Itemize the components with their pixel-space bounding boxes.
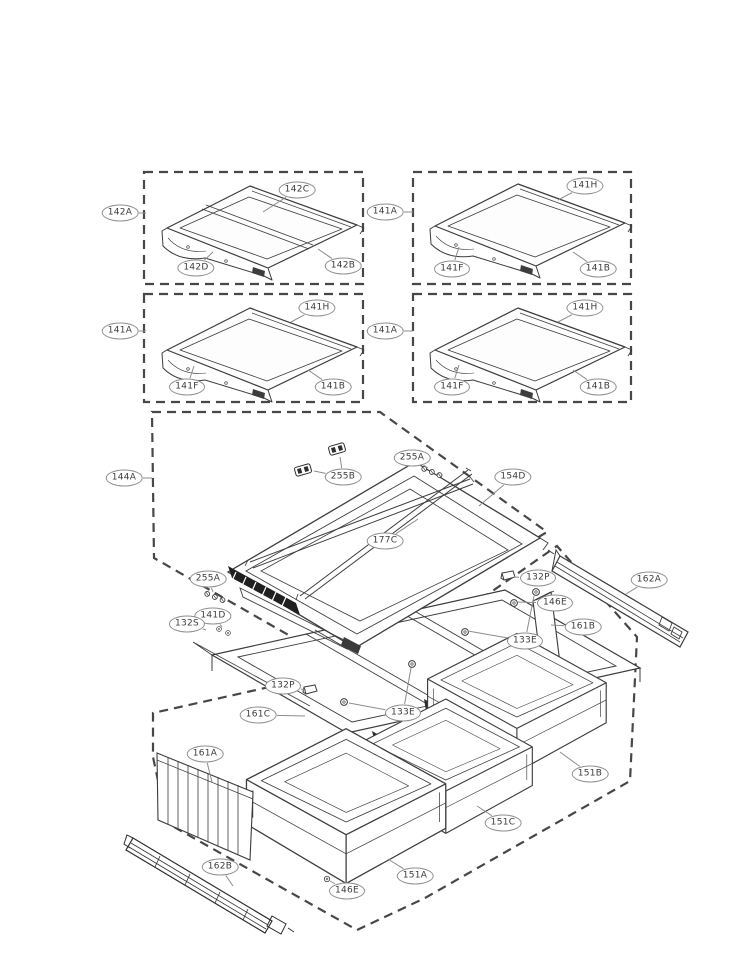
right-rail-162A [551,548,689,648]
leader-line-141H [557,192,573,201]
leader-line-146E [517,601,537,603]
shelf-141-mid-right [429,307,633,403]
leader-line-141F [454,246,460,261]
dashed-box-141A-3 [411,292,633,404]
leader-line-161B [550,624,565,627]
clip-255B-1 [327,441,347,457]
fence-161A [156,752,254,861]
leader-line-133E [348,702,386,711]
screw-132S [216,626,222,632]
leader-line-151A [387,858,404,870]
screw-141D [225,630,231,636]
bottom-rail-162B [123,834,295,935]
leader-line-162A [625,586,638,595]
leader-line-141F [189,365,195,379]
leader-line-141D [219,624,223,628]
leader-line-162B [225,875,234,887]
leader-line-132P [300,688,307,691]
leader-line-133E [467,630,508,639]
shelf-141-top-right [429,183,633,279]
leader-line-161A [206,762,213,783]
leader-line-133E [404,667,412,705]
dashed-box-141A-2 [142,292,365,404]
leader-line-141H [290,314,305,323]
clip-255B-2 [293,462,313,478]
shelf-142 [161,185,365,281]
leader-lines [139,192,638,887]
leader-line-141F [454,364,460,379]
screw-133E-d [340,698,348,706]
leader-line-141H [557,314,573,323]
screw-133E-a [532,588,540,596]
leader-line-177C [395,518,419,535]
screw-146E-top [510,599,518,607]
leader-line-151B [559,751,580,767]
leader-line-255B [313,470,326,474]
clip-132P-right [500,570,516,581]
shelf-141-mid-left [161,307,365,403]
leader-line-132S [202,628,207,631]
leader-line-141B [307,369,323,381]
leader-line-142B [317,248,333,260]
leader-line-146E [329,880,336,885]
leader-line-161C [276,714,306,717]
leader-line-255A [210,587,214,593]
screw-133E-b [461,628,469,636]
leader-line-151C [476,805,493,817]
screw-133E-c [408,660,416,668]
leader-line-133E [526,595,535,633]
leader-line-255B [339,456,343,469]
glass-shelf-assembly-154D [226,461,555,654]
leader-line-141B [572,251,588,263]
leader-line-142C [262,196,287,213]
leader-line-154D [478,484,505,507]
screw-146E-bottom [323,875,331,883]
leader-line-142D [204,251,214,261]
leader-line-141B [572,369,588,381]
